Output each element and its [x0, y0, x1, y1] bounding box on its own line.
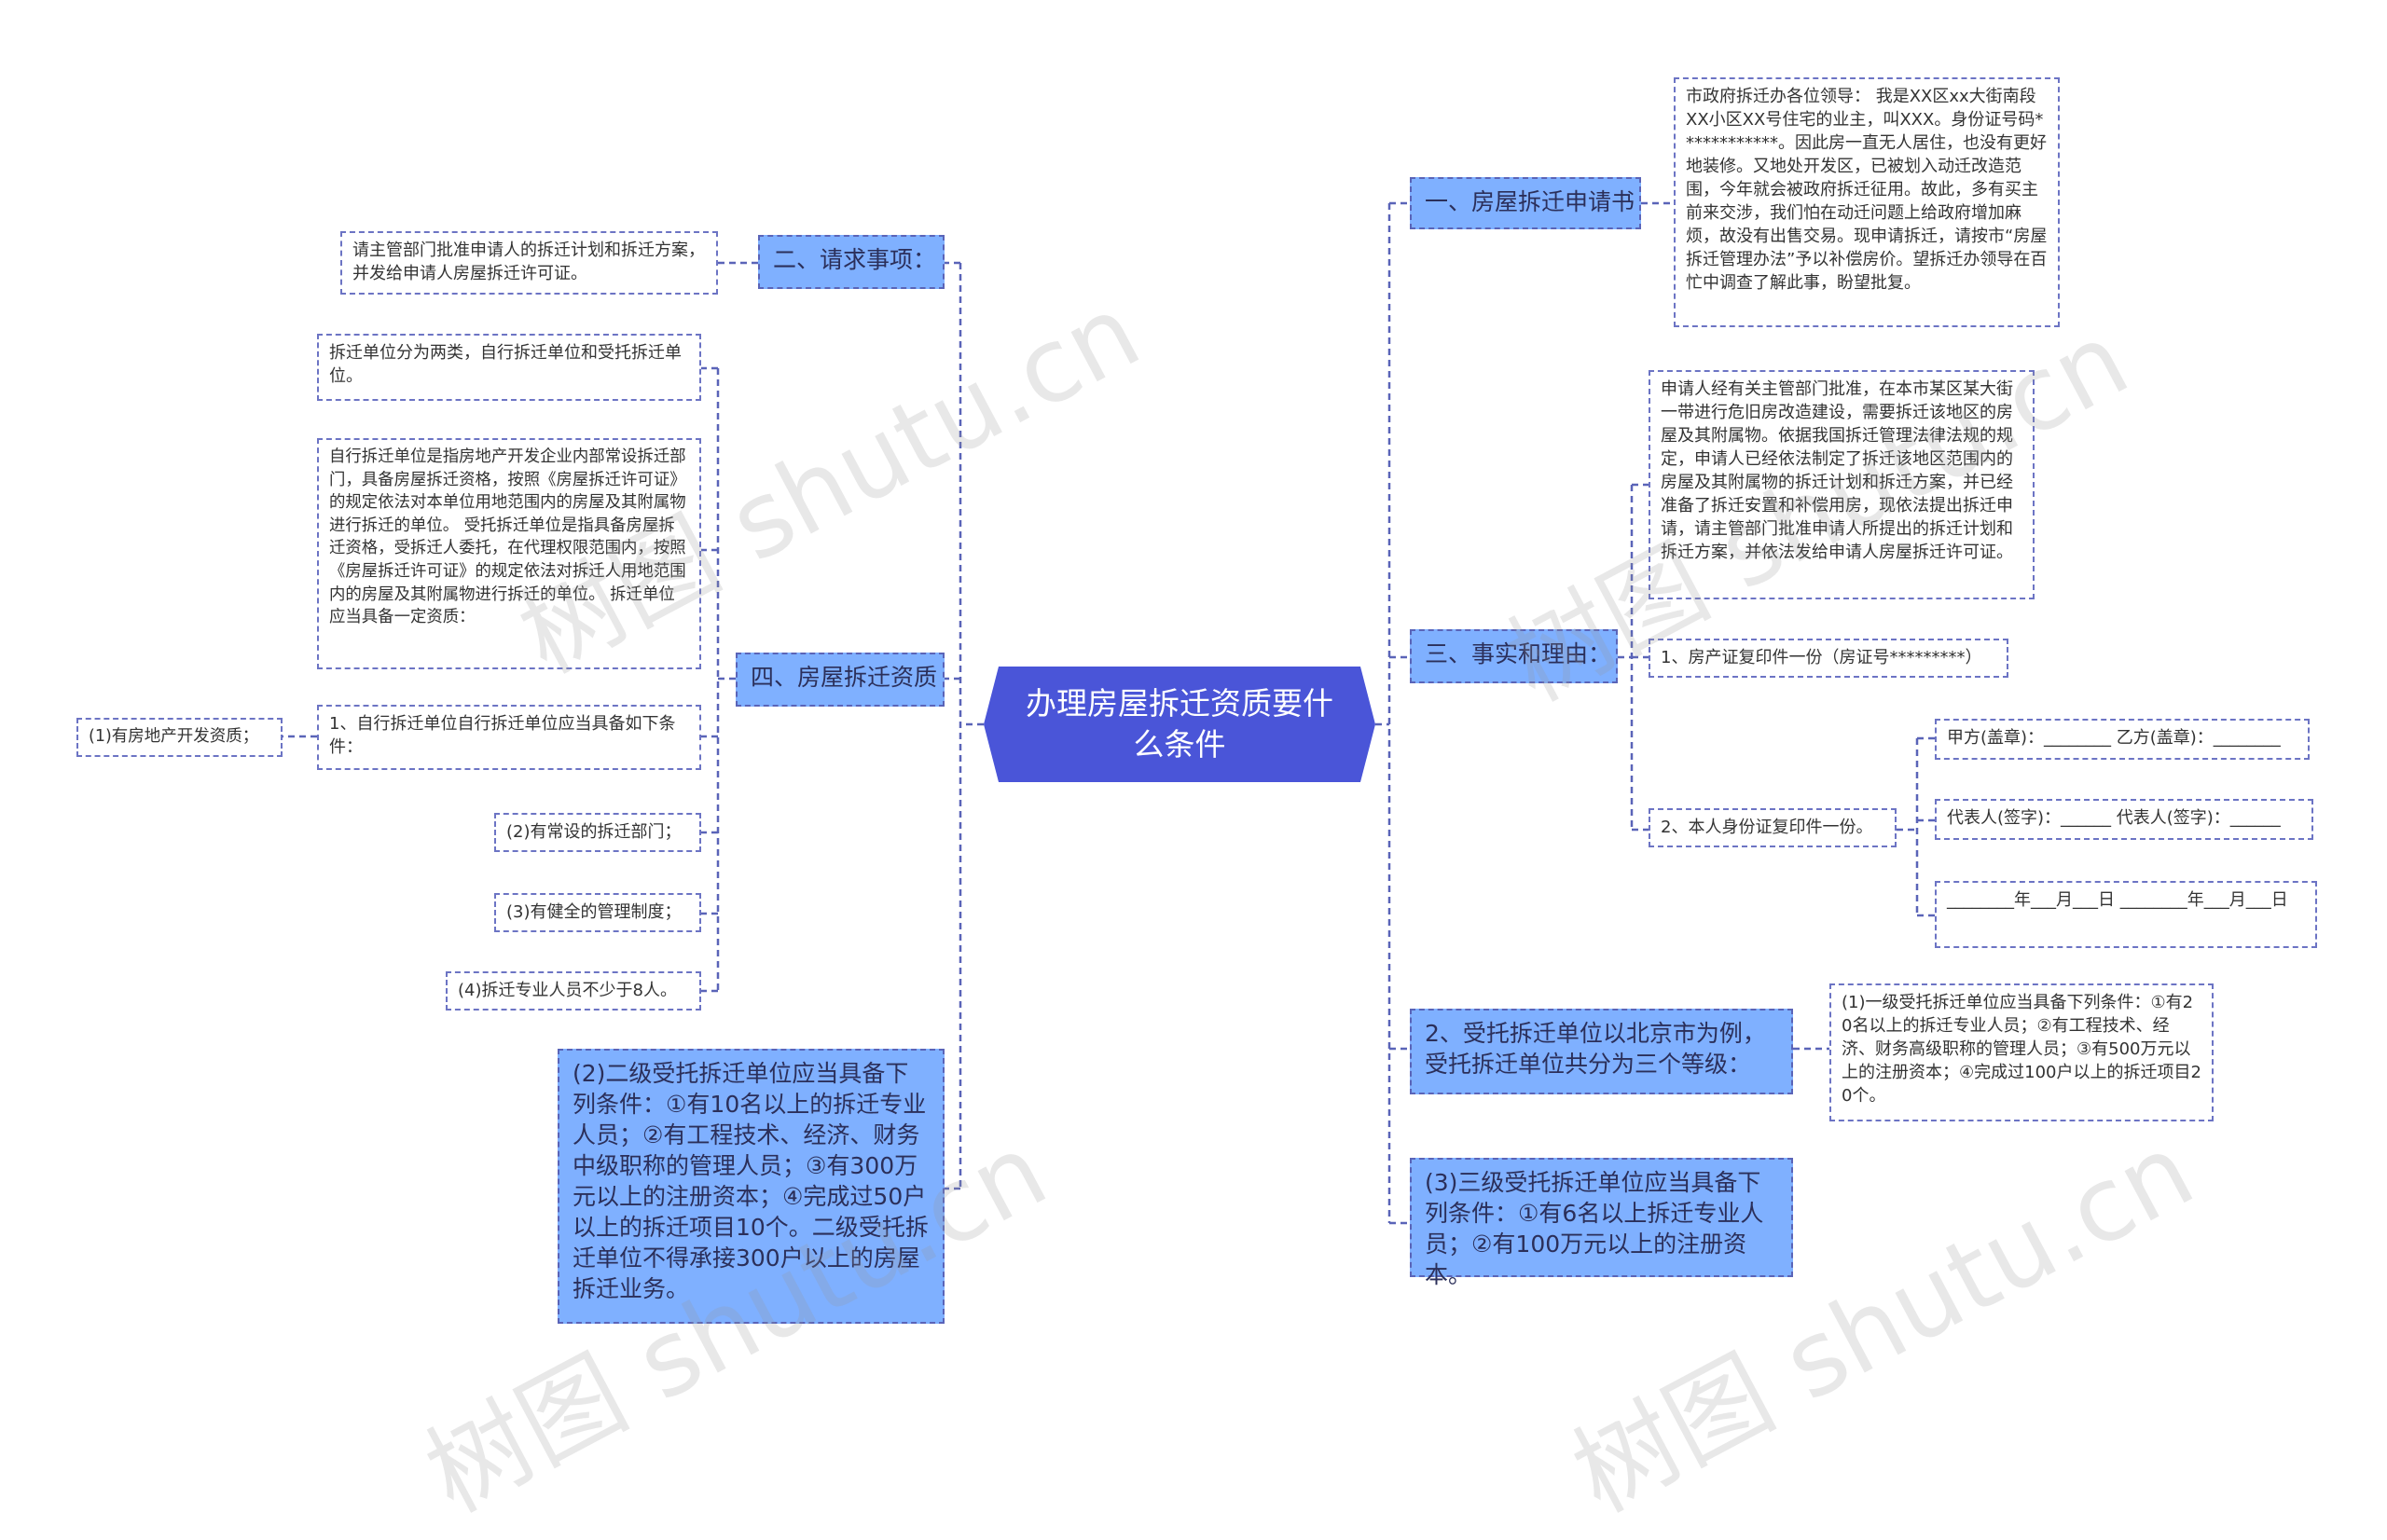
leaf-text: ________年___月___日 ________年___月___日 [1947, 890, 2288, 910]
branch-label: 四、房屋拆迁资质 [751, 664, 938, 691]
branch-label: 三、事实和理由： [1425, 640, 1612, 667]
leaf-level-one-conditions[interactable]: (1)一级受托拆迁单位应当具备下列条件：①有20名以上的拆迁专业人员；②有工程技… [1829, 983, 2214, 1121]
leaf-text: 自行拆迁单位是指房地产开发企业内部常设拆迁部门，具备房屋拆迁资格，按照《房屋拆迁… [329, 447, 686, 627]
leaf-text: 1、自行拆迁单位自行拆迁单位应当具备如下条件： [329, 714, 676, 757]
leaf-text: 1、房产证复印件一份（房证号*********） [1661, 648, 1982, 667]
leaf-id-card-copy[interactable]: 2、本人身份证复印件一份。 [1649, 808, 1897, 847]
leaf-request-items-body[interactable]: 请主管部门批准申请人的拆迁计划和拆迁方案，并发给申请人房屋拆迁许可证。 [340, 231, 718, 295]
root-topic[interactable]: 办理房屋拆迁资质要什么条件 [984, 667, 1375, 782]
leaf-text: (4)拆迁专业人员不少于8人。 [458, 981, 677, 1000]
root-topic-label: 办理房屋拆迁资质要什么条件 [1026, 685, 1333, 763]
leaf-condition-2[interactable]: (2)有常设的拆迁部门； [494, 813, 701, 852]
branch-level-three-conditions[interactable]: (3)三级受托拆迁单位应当具备下列条件：①有6名以上拆迁专业人员；②有100万元… [1410, 1158, 1793, 1288]
leaf-condition-1[interactable]: (1)有房地产开发资质； [76, 718, 283, 757]
branch-label: 一、房屋拆迁申请书 [1425, 188, 1635, 215]
branch-request-items[interactable]: 二、请求事项： [758, 235, 945, 289]
leaf-text: 2、本人身份证复印件一份。 [1661, 818, 1873, 837]
connector-lines [283, 201, 1935, 1225]
leaf-application-letter-body[interactable]: 市政府拆迁办各位领导： 我是XX区xx大街南段XX小区XX号住宅的业主，叫XXX… [1674, 77, 2060, 327]
leaf-text: 市政府拆迁办各位领导： 我是XX区xx大街南段XX小区XX号住宅的业主，叫XXX… [1686, 87, 2048, 293]
branch-label: (3)三级受托拆迁单位应当具备下列条件：①有6名以上拆迁专业人员；②有100万元… [1425, 1169, 1764, 1288]
leaf-text: (2)有常设的拆迁部门； [506, 822, 682, 842]
leaf-property-certificate[interactable]: 1、房产证复印件一份（房证号*********） [1649, 639, 2008, 678]
leaf-text: 代表人(签字)：______ 代表人(签字)：______ [1947, 808, 2281, 828]
branch-entrusted-units-levels[interactable]: 2、受托拆迁单位以北京市为例，受托拆迁单位共分为三个等级： [1410, 1009, 1793, 1094]
leaf-text: (1)有房地产开发资质； [89, 727, 259, 746]
leaf-text: 请主管部门批准申请人的拆迁计划和拆迁方案，并发给申请人房屋拆迁许可证。 [352, 241, 705, 283]
branch-demolition-qualification[interactable]: 四、房屋拆迁资质 [736, 653, 945, 707]
leaf-signature-parties[interactable]: 甲方(盖章)：________ 乙方(盖章)：________ [1935, 719, 2310, 760]
leaf-signature-date[interactable]: ________年___月___日 ________年___月___日 [1935, 881, 2317, 948]
leaf-condition-4[interactable]: (4)拆迁专业人员不少于8人。 [446, 971, 701, 1011]
leaf-condition-3[interactable]: (3)有健全的管理制度； [494, 893, 701, 932]
branch-label: 二、请求事项： [773, 246, 937, 273]
branch-label: (2)二级受托拆迁单位应当具备下列条件：①有10名以上的拆迁专业人员；②有工程技… [573, 1060, 929, 1302]
leaf-text: 拆迁单位分为两类，自行拆迁单位和受托拆迁单位。 [329, 343, 682, 386]
leaf-text: (3)有健全的管理制度； [506, 902, 682, 922]
leaf-text: (1)一级受托拆迁单位应当具备下列条件：①有20名以上的拆迁专业人员；②有工程技… [1842, 993, 2201, 1106]
branch-application-letter[interactable]: 一、房屋拆迁申请书 [1410, 177, 1641, 229]
branch-level-two-conditions[interactable]: (2)二级受托拆迁单位应当具备下列条件：①有10名以上的拆迁专业人员；②有工程技… [558, 1049, 945, 1324]
branch-facts-and-reasons[interactable]: 三、事实和理由： [1410, 629, 1618, 683]
leaf-text: 甲方(盖章)：________ 乙方(盖章)：________ [1947, 728, 2281, 748]
leaf-signature-representatives[interactable]: 代表人(签字)：______ 代表人(签字)：______ [1935, 799, 2313, 840]
leaf-unit-definitions[interactable]: 自行拆迁单位是指房地产开发企业内部常设拆迁部门，具备房屋拆迁资格，按照《房屋拆迁… [317, 438, 701, 669]
leaf-text: 申请人经有关主管部门批准，在本市某区某大街一带进行危旧房改造建设，需要拆迁该地区… [1661, 379, 2013, 562]
leaf-unit-types[interactable]: 拆迁单位分为两类，自行拆迁单位和受托拆迁单位。 [317, 334, 701, 401]
mind-map: 办理房屋拆迁资质要什么条件 一、房屋拆迁申请书 市政府拆迁办各位领导： 我是XX… [76, 77, 2317, 1535]
branch-label: 2、受托拆迁单位以北京市为例，受托拆迁单位共分为三个等级： [1425, 1020, 1766, 1078]
leaf-facts-statement[interactable]: 申请人经有关主管部门批准，在本市某区某大街一带进行危旧房改造建设，需要拆迁该地区… [1649, 370, 2035, 599]
leaf-self-demolition-conditions[interactable]: 1、自行拆迁单位自行拆迁单位应当具备如下条件： [317, 705, 701, 770]
